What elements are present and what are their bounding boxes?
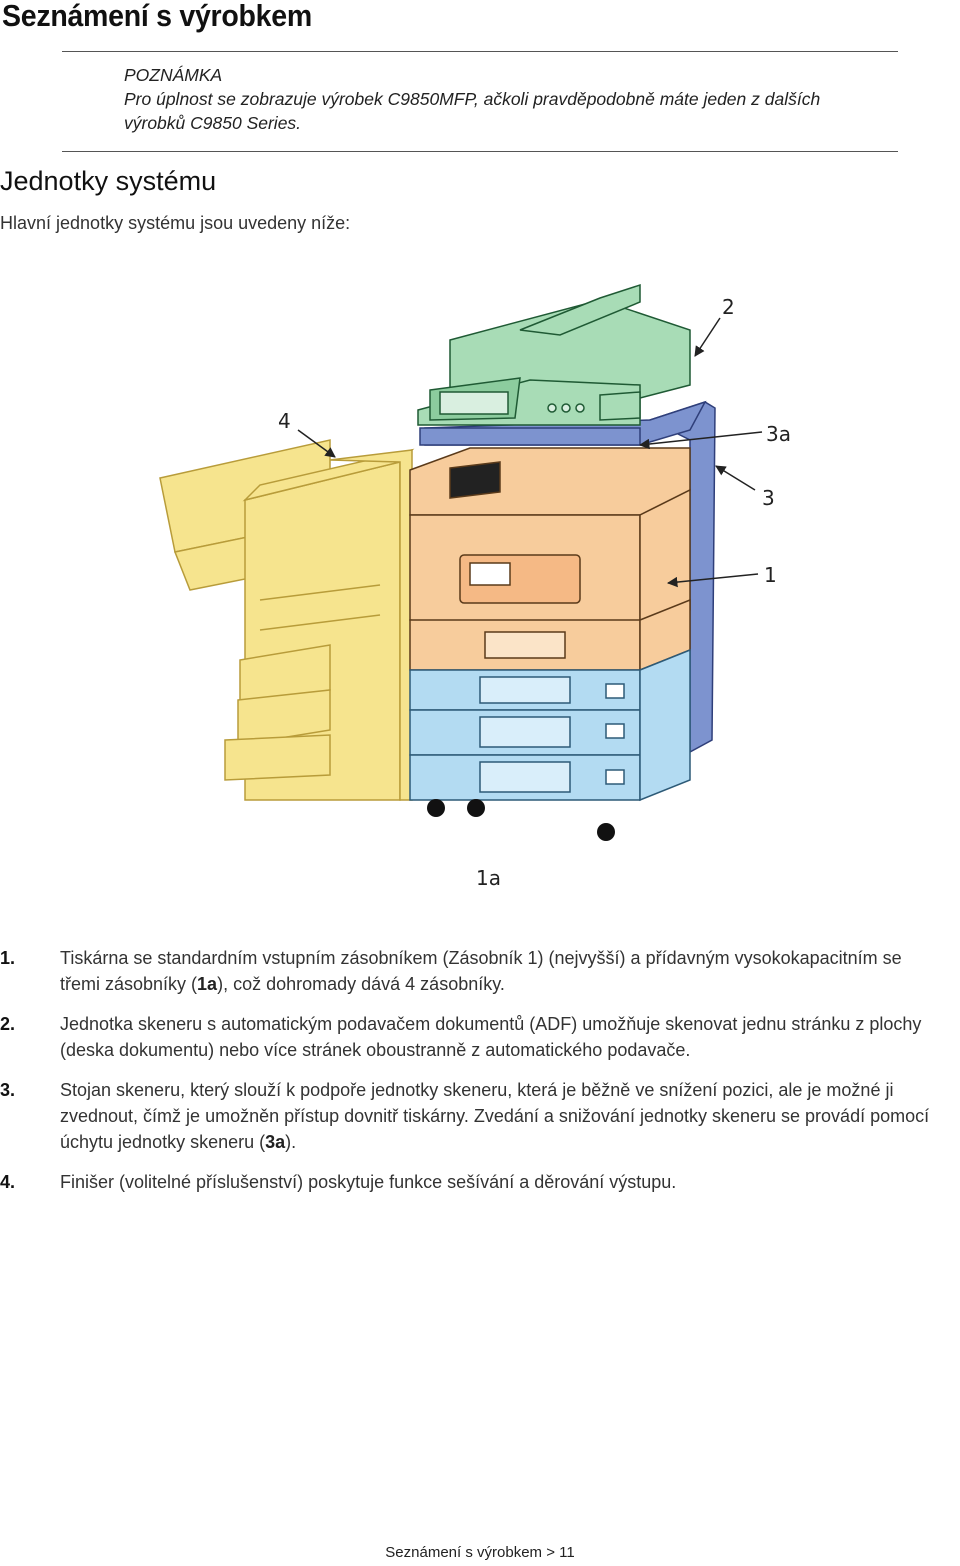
item-text-end: ). [285,1132,297,1152]
note-heading: POZNÁMKA [124,65,223,85]
units-list: 1. Tiskárna se standardním vstupním zásob… [0,945,940,1209]
item-text: Stojan skeneru, který slouží k podpoře j… [60,1080,930,1152]
intro-text: Hlavní jednotky systému jsou uvedeny níž… [0,213,351,233]
list-item: 4. Finišer (volitelné příslušenství) posk… [0,1169,940,1195]
callout-1: 1 [764,563,777,587]
item-number: 1. [0,948,16,968]
note-top-rule [62,51,898,52]
page-title: Seznámení s výrobkem [2,0,312,33]
callout-1a: 1a [476,866,501,890]
callout-3a: 3a [766,422,791,446]
item-number: 4. [0,1172,16,1192]
high-capacity-trays [409,648,691,802]
list-item: 1. Tiskárna se standardním vstupním zásob… [0,945,940,997]
item-text-end: ), což dohromady dává 4 zásobníky. [217,974,505,994]
item-number: 2. [0,1014,16,1034]
item-text: Jednotka skeneru s automatickým podavače… [60,1014,922,1060]
note-box: POZNÁMKA Pro úplnost se zobrazuje výrobe… [124,63,844,135]
list-item: 3. Stojan skeneru, který slouží k podpoře… [0,1077,940,1155]
system-units-illustration: 2 4 3a 3 1 1a [159,283,791,890]
page-footer: Seznámení s výrobkem > 11 [385,1544,575,1561]
item-text: Finišer (volitelné příslušenství) poskyt… [60,1172,677,1192]
callout-2: 2 [722,295,735,319]
item-text: Tiskárna se standardním vstupním zásobní… [60,948,902,994]
callout-3: 3 [762,486,775,510]
item-bold: 3a [265,1132,286,1152]
item-bold: 1a [197,974,218,994]
printer-unit [409,447,691,672]
item-number: 3. [0,1080,16,1100]
scanner-adf-unit [417,283,691,426]
callout-4: 4 [278,409,291,433]
finisher-unit [159,439,415,801]
note-bottom-rule [62,151,898,152]
caster-wheels [427,799,615,841]
section-title: Jednotky systému [0,166,217,196]
note-text: Pro úplnost se zobrazuje výrobek C9850MF… [124,89,821,133]
list-item: 2. Jednotka skeneru s automatickým podava… [0,1011,940,1063]
callout-arrows [297,317,763,588]
